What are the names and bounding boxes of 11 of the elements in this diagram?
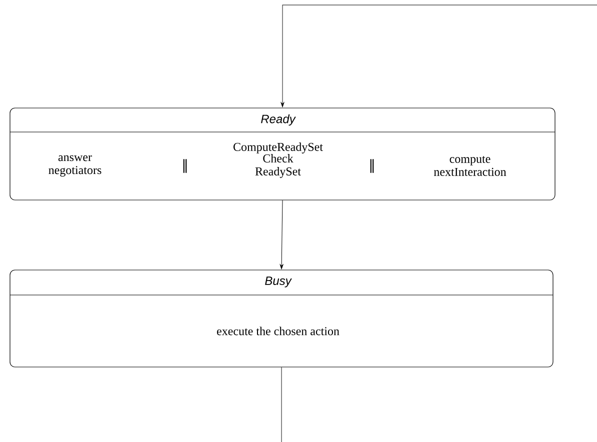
arrow [280, 4, 597, 108]
parallel-symbol: ∥ [370, 159, 374, 173]
parallel-symbol: ∥ [183, 159, 187, 173]
activity-text: ComputeReadySet [234, 142, 323, 154]
arrow [280, 200, 284, 270]
state-title: Ready [261, 114, 296, 126]
state-title: Busy [265, 276, 292, 288]
activity-text: answer negotiators [48, 155, 102, 177]
activity-text: Check ReadySet [255, 154, 301, 178]
activity-text: execute the chosen action [217, 326, 340, 336]
activity-text: compute nextInteraction [434, 156, 506, 176]
